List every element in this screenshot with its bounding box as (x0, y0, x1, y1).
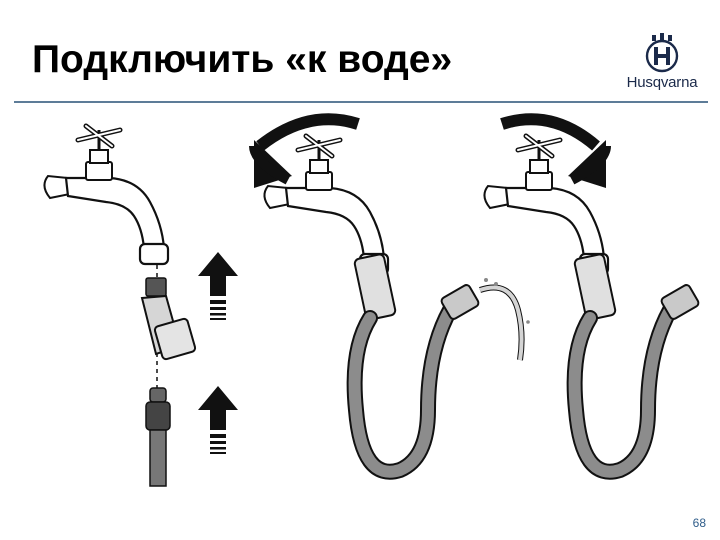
rotate-clockwise-arrow-icon (249, 113, 360, 188)
water-spray-icon (479, 278, 530, 361)
up-arrow-icon (198, 252, 238, 320)
husqvarna-logo: Husqvarna (616, 32, 708, 98)
panel-assembly (44, 126, 238, 487)
rotate-counterclockwise-arrow-icon (500, 113, 611, 188)
slide-title: Подключить «к воде» (32, 38, 453, 81)
tap-icon (44, 126, 168, 264)
logo-wordmark: Husqvarna (626, 74, 698, 91)
tap-icon (264, 136, 388, 274)
panel-water-off (484, 113, 700, 480)
title-divider (14, 101, 708, 103)
page-number: 68 (692, 516, 706, 530)
garden-hose-icon (348, 304, 456, 478)
husqvarna-crown-icon (645, 33, 679, 73)
quick-coupling-adapter-icon (140, 277, 197, 361)
garden-hose-icon (568, 304, 676, 478)
hose-connector-icon (145, 387, 171, 487)
tap-connection-illustration (40, 113, 700, 487)
up-arrow-icon (198, 386, 238, 454)
panel-water-on (249, 113, 530, 480)
